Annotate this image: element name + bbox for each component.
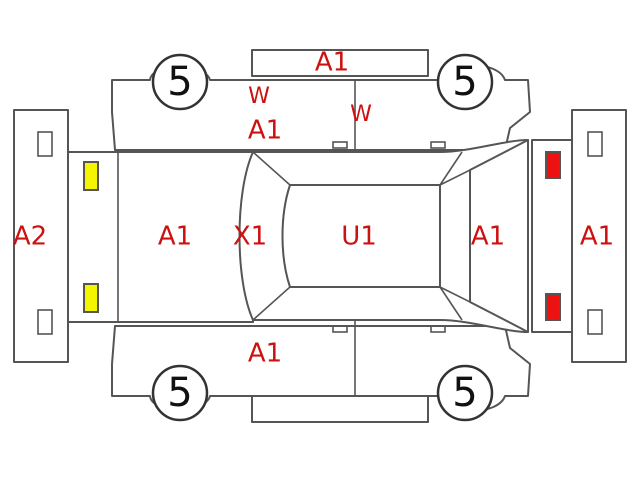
code-bottom-front-door: A1 <box>248 339 282 369</box>
bottom-rear-door-handle <box>430 325 446 333</box>
tire-front-right-number: 5 <box>167 370 192 416</box>
rear-window-line-bottom <box>439 286 463 321</box>
tire-rear-right-number: 5 <box>452 370 477 416</box>
bottom-front-door-handle <box>332 325 348 333</box>
rear-bumper-slot-bottom <box>587 309 603 335</box>
code-rear-bumper: A1 <box>580 222 614 252</box>
code-top-front-door: A1 <box>248 116 282 146</box>
rear-light-bottom <box>545 293 561 321</box>
roof-panel <box>281 184 441 288</box>
rear-bumper-slot-top <box>587 131 603 157</box>
front-bumper-slot-bottom <box>37 309 53 335</box>
rear-light-top <box>545 151 561 179</box>
code-roof: U1 <box>341 222 377 252</box>
code-trunk: A1 <box>471 222 505 252</box>
tire-front-left-number: 5 <box>167 59 192 105</box>
code-top-w-rear: W <box>350 102 372 127</box>
code-front-bumper: A2 <box>13 222 47 252</box>
trunk-panel <box>469 139 529 333</box>
tire-front-right: 5 <box>151 364 209 422</box>
code-hood: A1 <box>158 222 192 252</box>
front-light-bottom <box>83 283 99 313</box>
code-windshield: X1 <box>233 222 267 252</box>
tire-rear-left: 5 <box>436 53 494 111</box>
rear-window-line-top <box>439 151 463 186</box>
tire-rear-left-number: 5 <box>452 59 477 105</box>
top-side-sill <box>251 49 429 77</box>
rear-bumper-panel <box>571 109 627 363</box>
top-rear-door-handle <box>430 141 446 149</box>
front-bumper-panel <box>13 109 69 363</box>
code-side-top: A1 <box>315 48 349 78</box>
top-front-door-handle <box>332 141 348 149</box>
front-bumper-slot-top <box>37 131 53 157</box>
code-top-w-front: W <box>248 84 270 109</box>
bottom-side-sill <box>251 395 429 423</box>
tire-rear-right: 5 <box>436 364 494 422</box>
tire-front-left: 5 <box>151 53 209 111</box>
front-light-top <box>83 161 99 191</box>
